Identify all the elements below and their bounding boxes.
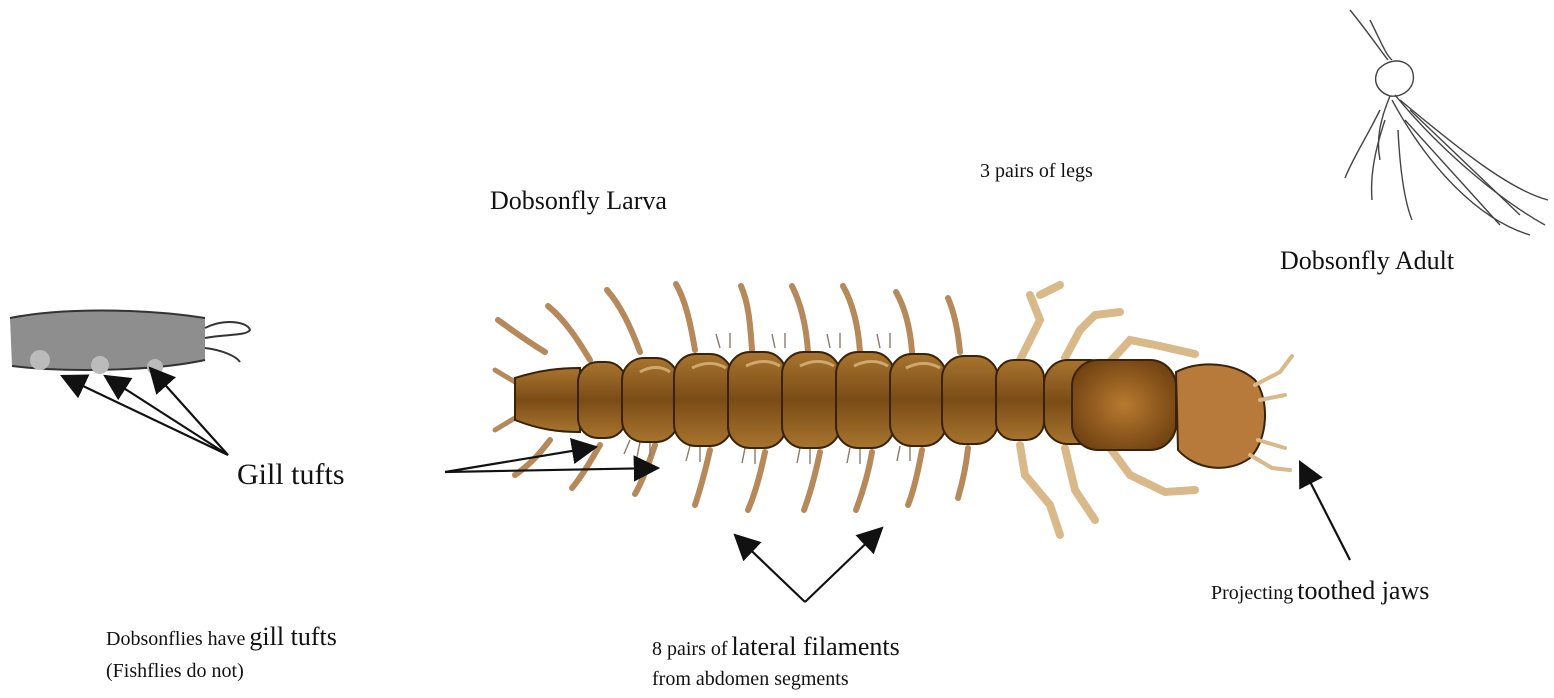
arrow-gill-closeup-1 bbox=[62, 376, 228, 455]
larva-title: Dobsonfly Larva bbox=[490, 186, 667, 216]
arrow-jaws bbox=[1300, 462, 1350, 560]
fishflies-note: (Fishflies do not) bbox=[106, 660, 244, 683]
dobson-prefix: Dobsonflies have bbox=[106, 628, 245, 650]
larva-illustration bbox=[495, 284, 1292, 535]
filaments-prefix: 8 pairs of bbox=[652, 638, 728, 660]
gill-closeup-illustration bbox=[10, 311, 250, 376]
jaws-label: Projecting toothed jaws bbox=[1211, 576, 1429, 606]
filaments-emph: lateral filaments bbox=[732, 632, 900, 661]
gill-tufts-label: Gill tufts bbox=[237, 458, 345, 492]
filaments-sub: from abdomen segments bbox=[652, 668, 849, 691]
arrow-filament-1 bbox=[735, 535, 805, 602]
adult-title: Dobsonfly Adult bbox=[1280, 246, 1454, 276]
dobson-emph: gill tufts bbox=[249, 622, 336, 651]
jaws-emph: toothed jaws bbox=[1297, 576, 1429, 605]
arrow-gill-larva-2 bbox=[445, 468, 658, 472]
adult-illustration bbox=[1345, 10, 1548, 235]
legs-note: 3 pairs of legs bbox=[980, 160, 1093, 183]
arrow-filament-2 bbox=[805, 528, 882, 602]
jaws-prefix: Projecting bbox=[1211, 582, 1293, 604]
filaments-label: 8 pairs of lateral filaments bbox=[652, 632, 900, 662]
dobson-note: Dobsonflies have gill tufts bbox=[106, 622, 337, 652]
